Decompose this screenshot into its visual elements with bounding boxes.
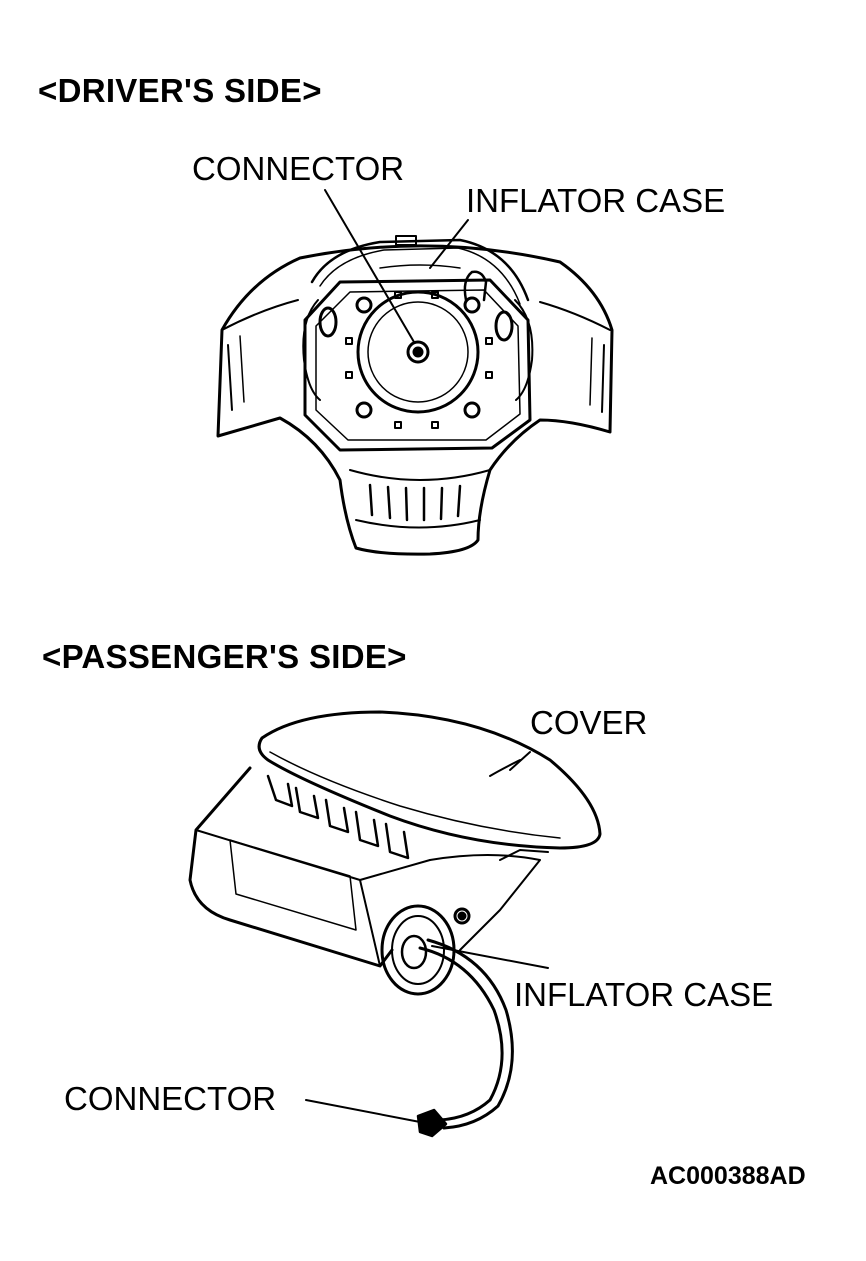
figure-code: AC000388AD	[650, 1162, 806, 1190]
driver-inflator-case-label: INFLATOR CASE	[466, 182, 726, 219]
passenger-side-heading: <PASSENGER'S SIDE>	[42, 638, 407, 675]
passenger-airbag-module	[188, 710, 602, 1138]
driver-airbag-module	[216, 189, 614, 556]
driver-side-heading: <DRIVER'S SIDE>	[38, 72, 322, 109]
passenger-cover-label: COVER	[530, 704, 648, 741]
passenger-inflator-case-label: INFLATOR CASE	[514, 976, 774, 1013]
driver-connector-label: CONNECTOR	[192, 150, 405, 187]
passenger-connector-label: CONNECTOR	[64, 1080, 277, 1117]
